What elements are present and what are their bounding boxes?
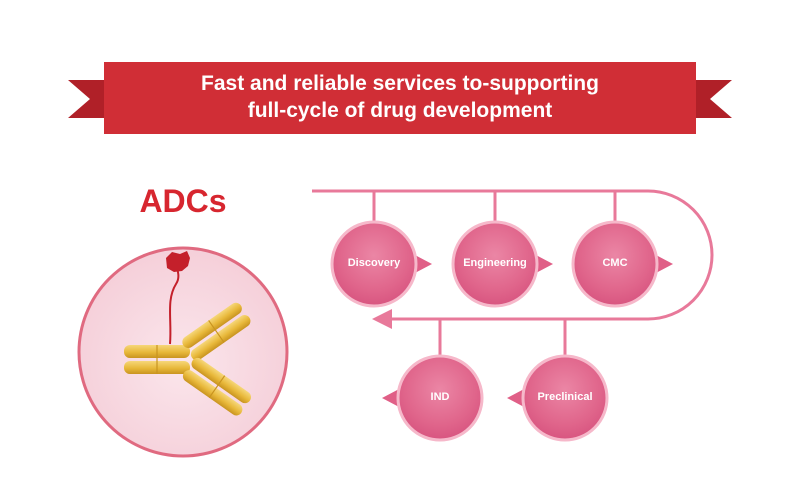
- node-discovery: [330, 220, 432, 308]
- node-cmc: [571, 220, 673, 308]
- arm-divider: [208, 320, 225, 343]
- banner-line-1: Fast and reliable services to-supporting: [201, 72, 599, 95]
- banner-body: [104, 62, 696, 134]
- label-preclinical: Preclinical: [537, 391, 593, 403]
- node-circle: [571, 220, 659, 308]
- adc-title: ADCs: [139, 183, 227, 219]
- label-cmc: CMC: [602, 257, 628, 269]
- flow-line: [312, 189, 714, 321]
- node-pointer: [382, 388, 401, 408]
- label-engineering: Engineering: [463, 257, 527, 269]
- banner-ribbon: [68, 62, 732, 134]
- payload-icon: [166, 251, 190, 272]
- node-pointer: [534, 254, 553, 274]
- node-pointer: [654, 254, 673, 274]
- antibody-lower-arm: [182, 357, 252, 416]
- linker-line: [169, 267, 180, 345]
- flow-path: [312, 189, 714, 356]
- banner-title: Fast and reliable services to-supporting…: [180, 70, 620, 124]
- label-discovery: Discovery: [347, 257, 401, 269]
- banner-line-2: full-cycle of drug development: [247, 99, 553, 122]
- node-preclinical: [507, 354, 609, 442]
- arm-divider: [208, 375, 226, 399]
- node-pointer: [413, 254, 432, 274]
- node-engineering: [451, 220, 553, 308]
- label-ind: IND: [430, 391, 450, 403]
- antibody-icon: [124, 302, 252, 416]
- node-circle: [451, 220, 539, 308]
- node-ind: [382, 354, 484, 442]
- node-circle: [396, 354, 484, 442]
- node-pointer: [507, 388, 526, 408]
- adc-illustration: [77, 246, 289, 458]
- flow-arrowhead-icon: [372, 309, 392, 329]
- node-circle: [330, 220, 418, 308]
- node-circle: [521, 354, 609, 442]
- antibody-upper-arm: [182, 302, 251, 361]
